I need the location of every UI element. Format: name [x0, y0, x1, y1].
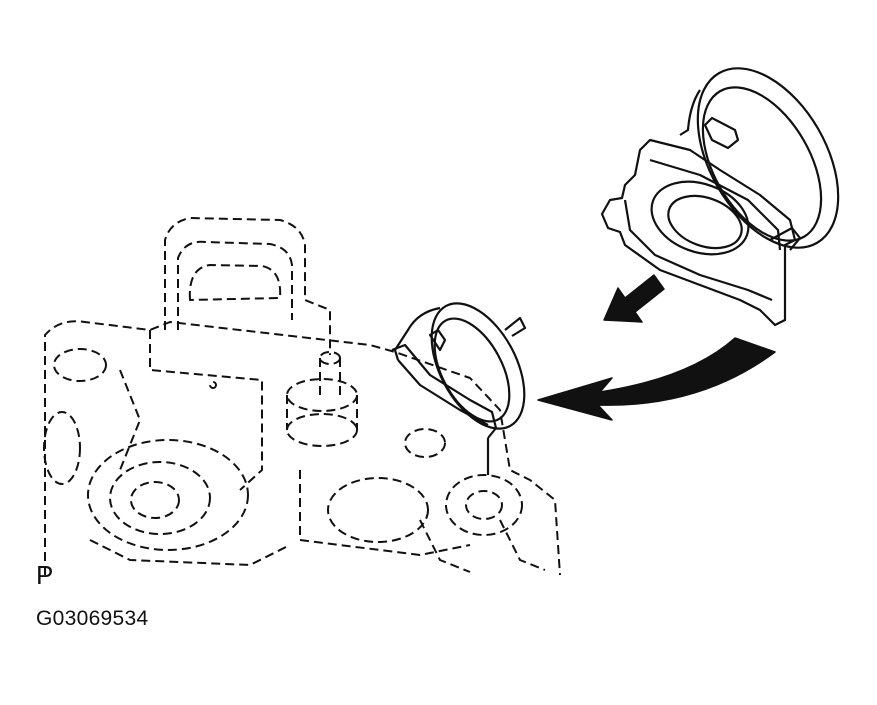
curved-arrow-icon: [537, 337, 776, 421]
view-label: P: [36, 560, 54, 590]
housing-body: [43, 217, 561, 576]
installed-sensor: [391, 302, 527, 475]
arrow-icon: [603, 274, 665, 323]
figure-code: G03069534: [36, 607, 149, 630]
removed-sensor: [600, 67, 840, 327]
